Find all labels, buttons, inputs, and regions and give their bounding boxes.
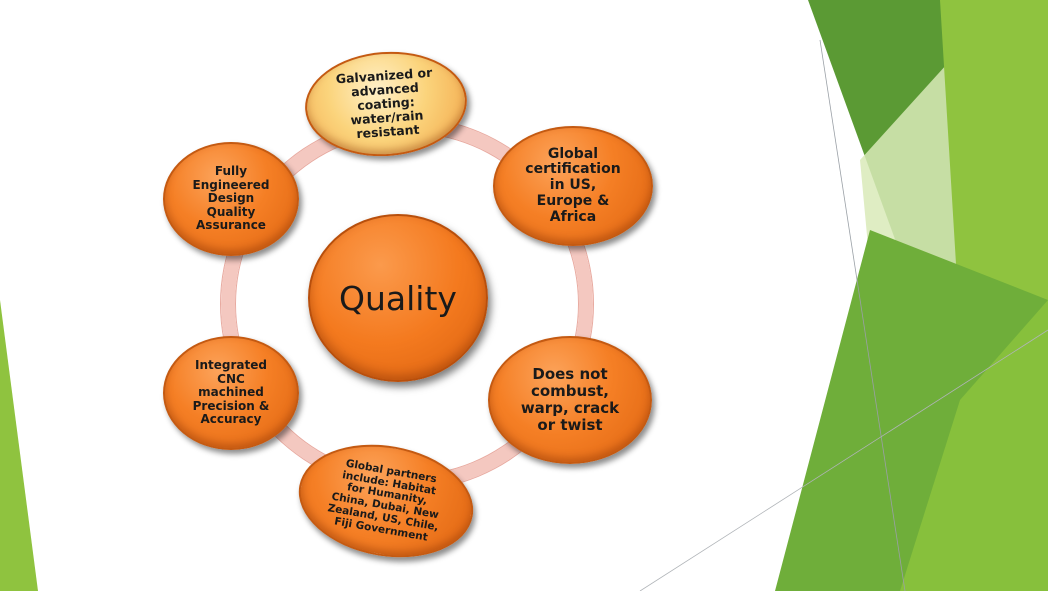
- node-partners-label: Global partners include: Habitat for Hum…: [326, 457, 440, 544]
- node-certification: Global certification in US, Europe & Afr…: [493, 126, 653, 246]
- right-bright-green-panel: [900, 300, 1048, 591]
- node-durability: Does not combust, warp, crack or twist: [488, 336, 652, 464]
- node-design-label: Fully Engineered Design Quality Assuranc…: [192, 164, 270, 233]
- thin-line-1: [819, 39, 906, 591]
- node-design: Fully Engineered Design Quality Assuranc…: [163, 142, 299, 256]
- center-node: Quality: [308, 214, 488, 382]
- node-precision-label: Integrated CNC machined Precision & Accu…: [192, 358, 270, 427]
- node-durability-label: Does not combust, warp, crack or twist: [520, 365, 620, 434]
- node-certification-label: Global certification in US, Europe & Afr…: [525, 145, 621, 225]
- left-green-sliver: [0, 300, 38, 591]
- node-coating-label: Galvanized or advanced coating: water/ra…: [335, 64, 433, 142]
- thin-line-2: [639, 329, 1048, 591]
- node-precision: Integrated CNC machined Precision & Accu…: [163, 336, 299, 450]
- center-label: Quality: [339, 278, 457, 318]
